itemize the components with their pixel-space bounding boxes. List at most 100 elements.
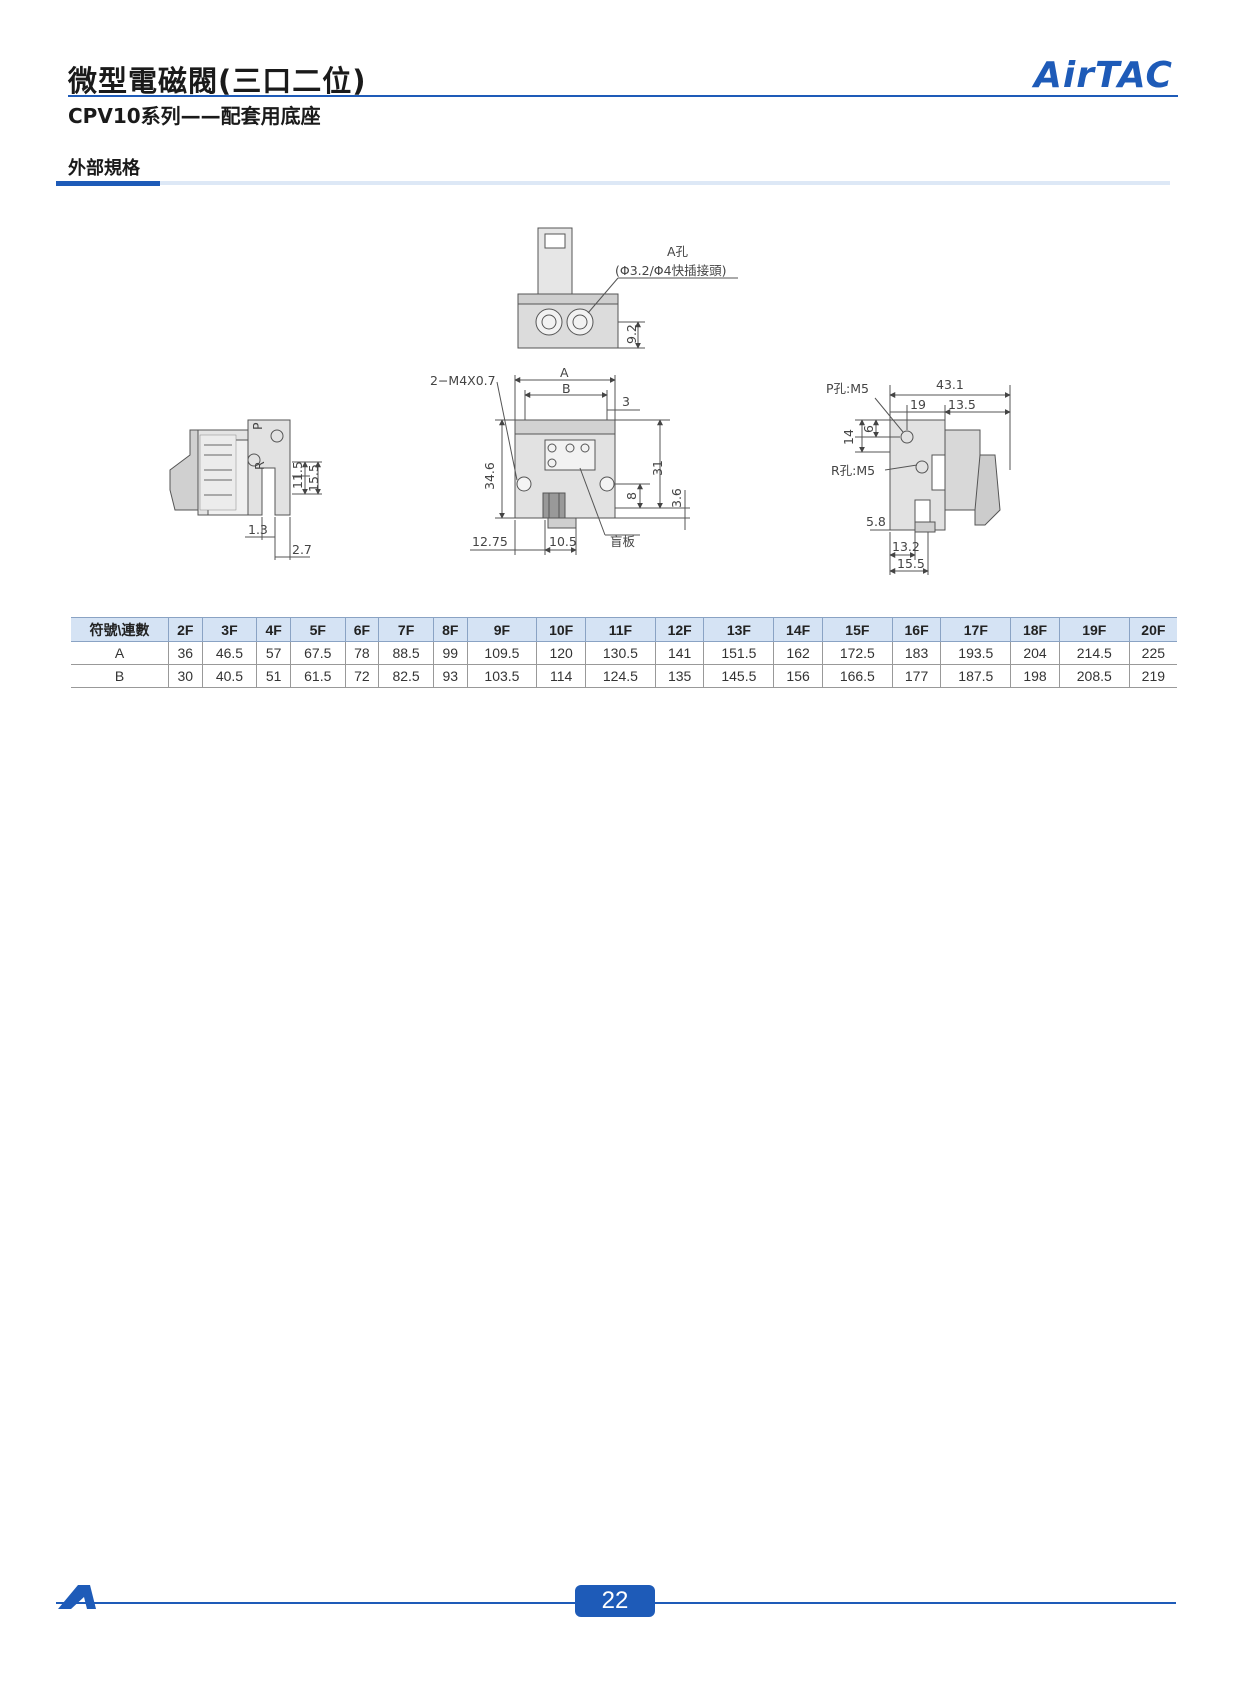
table-cell: 208.5 [1058, 664, 1130, 688]
blank-plate-label: 盲板 [610, 534, 636, 549]
table-column-header: 8F [432, 617, 468, 642]
front-dim-31: 31 [650, 460, 665, 476]
table-column-header: 2F [168, 617, 203, 642]
table-column-header: 18F [1010, 617, 1060, 642]
front-dim-10-5: 10.5 [549, 534, 577, 549]
table-column-header: 4F [256, 617, 291, 642]
table-cell: 214.5 [1058, 641, 1130, 665]
title-rule [68, 95, 1178, 97]
r-port-label: R孔:M5 [831, 463, 875, 478]
table-cell: 82.5 [378, 664, 434, 688]
table-column-header: 16F [891, 617, 941, 642]
table-column-header: 10F [536, 617, 586, 642]
section-title: 外部規格 [68, 158, 140, 179]
left-dim-1-3: 1.3 [248, 522, 268, 537]
front-dim-3: 3 [622, 394, 630, 409]
table-cell: 183 [891, 641, 941, 665]
right-dim-13-5: 13.5 [948, 397, 976, 412]
table-cell: 103.5 [466, 664, 537, 688]
technical-drawings: A孔 (Φ3.2/Φ4快插接頭) 9.2 P R 11.5 15.5 1.3 2… [169, 227, 1011, 575]
dimension-table: 符號\連數 2F 3F 4F 5F 6F 7F 8F 9F 10F 11F 12… [71, 617, 1177, 688]
table-cell: 61.5 [289, 664, 346, 688]
page-number: 22 [575, 1585, 655, 1617]
table-cell: 78 [344, 641, 379, 665]
table-cell: 145.5 [703, 664, 774, 688]
table-cell: 177 [891, 664, 941, 688]
table-cell: 46.5 [201, 641, 257, 665]
table-row: A 36 46.5 57 67.5 78 88.5 99 109.5 120 1… [71, 641, 1177, 665]
table-cell: 72 [344, 664, 379, 688]
right-dim-19: 19 [910, 397, 926, 412]
table-cell: 204 [1010, 641, 1060, 665]
front-dim-8: 8 [624, 492, 639, 500]
left-dim-11-5: 11.5 [290, 461, 305, 489]
table-cell: 30 [168, 664, 203, 688]
right-dim-13-2: 13.2 [892, 539, 920, 554]
left-side-view-drawing [169, 419, 322, 560]
table-cell: 67.5 [289, 641, 346, 665]
front-dim-3-6: 3.6 [669, 488, 684, 508]
table-cell: 225 [1128, 641, 1177, 665]
table-cell: 93 [432, 664, 468, 688]
front-dim-b: B [562, 381, 571, 396]
footer-logo-icon [58, 1585, 96, 1609]
table-cell: 172.5 [821, 641, 893, 665]
table-column-header: 12F [654, 617, 704, 642]
table-column-header: 3F [201, 617, 257, 642]
table-column-header: 14F [773, 617, 823, 642]
table-column-header: 20F [1128, 617, 1177, 642]
port-r-label: R [252, 461, 267, 470]
top-dim-height: 9.2 [624, 324, 639, 344]
table-header-label: 符號\連數 [71, 617, 169, 642]
table-column-header: 5F [289, 617, 346, 642]
table-cell: 124.5 [585, 664, 656, 688]
table-row-symbol: B [71, 664, 169, 688]
table-cell: 166.5 [821, 664, 893, 688]
top-hole-label: A孔 [667, 244, 689, 259]
table-column-header: 17F [940, 617, 1011, 642]
table-column-header: 19F [1058, 617, 1130, 642]
table-cell: 219 [1128, 664, 1177, 688]
table-column-header: 11F [585, 617, 656, 642]
table-cell: 130.5 [585, 641, 656, 665]
table-column-header: 9F [466, 617, 537, 642]
top-view-drawing [517, 227, 738, 349]
table-column-header: 13F [703, 617, 774, 642]
port-p-label: P [250, 422, 265, 430]
left-dim-2-7: 2.7 [292, 542, 312, 557]
table-cell: 141 [654, 641, 704, 665]
screw-label: 2−M4X0.7 [430, 373, 496, 388]
section-rule [56, 181, 1170, 185]
right-side-view-drawing [855, 385, 1011, 575]
table-cell: 40.5 [201, 664, 257, 688]
right-dim-43-1: 43.1 [936, 377, 964, 392]
front-dim-34-6: 34.6 [482, 462, 497, 490]
table-cell: 156 [773, 664, 823, 688]
table-cell: 198 [1010, 664, 1060, 688]
table-row: B 30 40.5 51 61.5 72 82.5 93 103.5 114 1… [71, 664, 1177, 688]
table-cell: 99 [432, 641, 468, 665]
right-dim-15-5: 15.5 [897, 556, 925, 571]
front-dim-12-75: 12.75 [472, 534, 508, 549]
left-label-block [199, 434, 237, 511]
table-cell: 36 [168, 641, 203, 665]
right-dim-14: 14 [841, 429, 856, 445]
table-column-header: 15F [821, 617, 893, 642]
table-cell: 57 [256, 641, 291, 665]
table-row-symbol: A [71, 641, 169, 665]
table-cell: 193.5 [940, 641, 1011, 665]
table-cell: 151.5 [703, 641, 774, 665]
p-port-label: P孔:M5 [826, 381, 869, 396]
front-view-drawing [470, 375, 690, 555]
right-dim-6: 6 [861, 425, 876, 433]
table-cell: 135 [654, 664, 704, 688]
table-column-header: 6F [344, 617, 379, 642]
table-cell: 88.5 [378, 641, 434, 665]
table-cell: 109.5 [466, 641, 537, 665]
section-rule-accent [56, 181, 160, 186]
front-dim-a: A [560, 365, 569, 380]
page-subtitle: CPV10系列——配套用底座 [68, 104, 321, 128]
table-cell: 51 [256, 664, 291, 688]
table-cell: 120 [536, 641, 586, 665]
top-hole-spec: (Φ3.2/Φ4快插接頭) [615, 263, 726, 278]
